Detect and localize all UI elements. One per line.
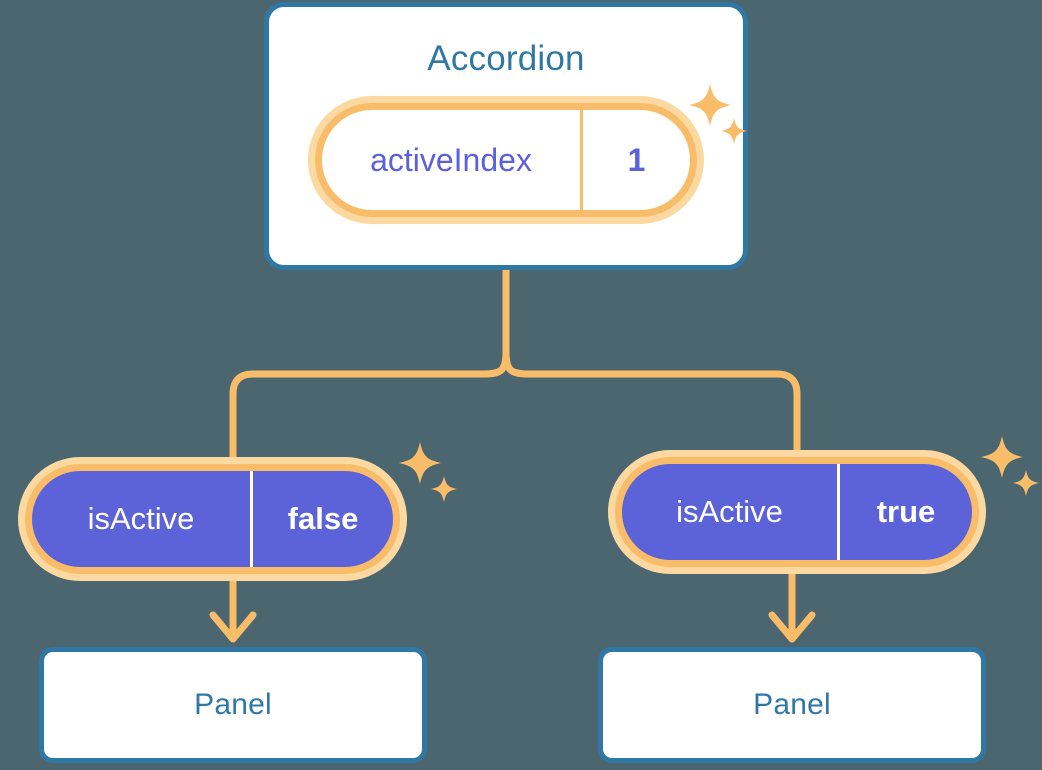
component-title: Accordion — [427, 39, 585, 78]
component-card-panel-right[interactable]: Panel — [598, 647, 986, 763]
state-pill-key: isActive — [676, 494, 783, 529]
sparkle-icon — [399, 442, 457, 502]
state-pill-active-index[interactable]: activeIndex 1 — [308, 96, 704, 224]
state-pill-value: 1 — [580, 110, 690, 210]
component-card-panel-left[interactable]: Panel — [39, 647, 427, 763]
state-pill-is-active-right[interactable]: isActive true — [608, 450, 986, 574]
connector-branch-left — [229, 348, 510, 466]
state-pill-key: isActive — [87, 501, 195, 536]
connector-branch-right — [502, 348, 801, 459]
component-title: Panel — [194, 688, 272, 721]
arrow-down-icon — [768, 611, 816, 643]
state-pill-inner: activeIndex 1 — [315, 103, 697, 217]
state-pill-inner: isActive false — [25, 464, 400, 574]
sparkle-icon — [981, 436, 1039, 496]
state-pill-inner: isActive true — [615, 457, 979, 567]
component-title: Panel — [753, 688, 831, 721]
state-pill-value: false — [250, 471, 393, 567]
state-pill-key: activeIndex — [370, 141, 532, 178]
arrow-down-icon — [209, 611, 257, 643]
state-pill-is-active-left[interactable]: isActive false — [18, 457, 407, 581]
state-pill-value: true — [837, 464, 972, 560]
